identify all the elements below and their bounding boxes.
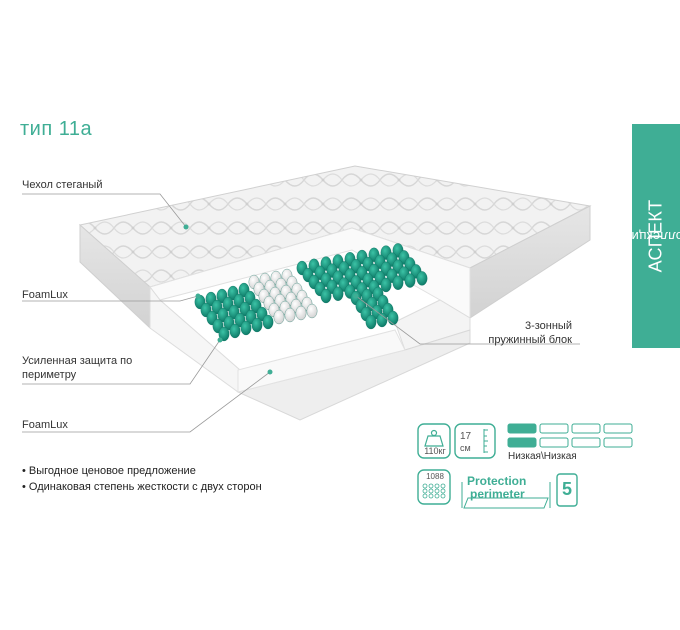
perimeter-foam-right: [394, 299, 471, 351]
callout-cover: Чехол стеганый: [22, 179, 103, 191]
protection-line2: perimeter: [470, 487, 525, 501]
feature-item: Выгодное ценовое предложение: [22, 463, 262, 479]
firmness-segment: [571, 437, 601, 448]
firmness-segment: [507, 423, 537, 434]
protection-line1: Protection: [467, 474, 527, 488]
callout-foam-bottom: FoamLux: [22, 419, 68, 431]
callout-dots: [183, 224, 359, 375]
feature-list: Выгодное ценовое предложение Одинаковая …: [22, 463, 262, 495]
collection-tab: коллекция АСПЕКТ: [623, 124, 680, 348]
firmness-segment: [571, 423, 601, 434]
feature-item: Одинаковая степень жесткости с двух стор…: [22, 479, 262, 495]
product-title: тип 11а: [20, 118, 93, 140]
springs-count: 1088: [426, 472, 444, 481]
firmness-segment: [507, 437, 537, 448]
spec-icons: [417, 423, 578, 507]
callout-lines: [22, 193, 580, 433]
firmness-segment: [539, 423, 569, 434]
firmness-segment: [603, 423, 633, 434]
firmness-segment: [539, 437, 569, 448]
height-unit: см: [460, 443, 471, 453]
foam-bottom-top: [237, 329, 406, 393]
firmness-scale: [507, 423, 633, 448]
protection-frame: [463, 497, 549, 509]
height-ruler-icon: [483, 429, 488, 453]
weight-value: 110кг: [424, 446, 446, 456]
weight-icon: [424, 435, 444, 447]
springs-count-icon: [422, 483, 446, 499]
callout-foam-top: FoamLux: [22, 289, 68, 301]
callout-perimeter: Усиленная защита по периметру: [22, 355, 133, 381]
height-value: 17: [460, 431, 472, 442]
firmness-value: Низкая\Низкая: [508, 451, 577, 462]
warranty-years: 5: [561, 479, 572, 499]
spring-block: [194, 243, 428, 342]
firmness-segment: [603, 437, 633, 448]
callout-spring-block: 3-зонный пружинный блок: [488, 320, 572, 346]
